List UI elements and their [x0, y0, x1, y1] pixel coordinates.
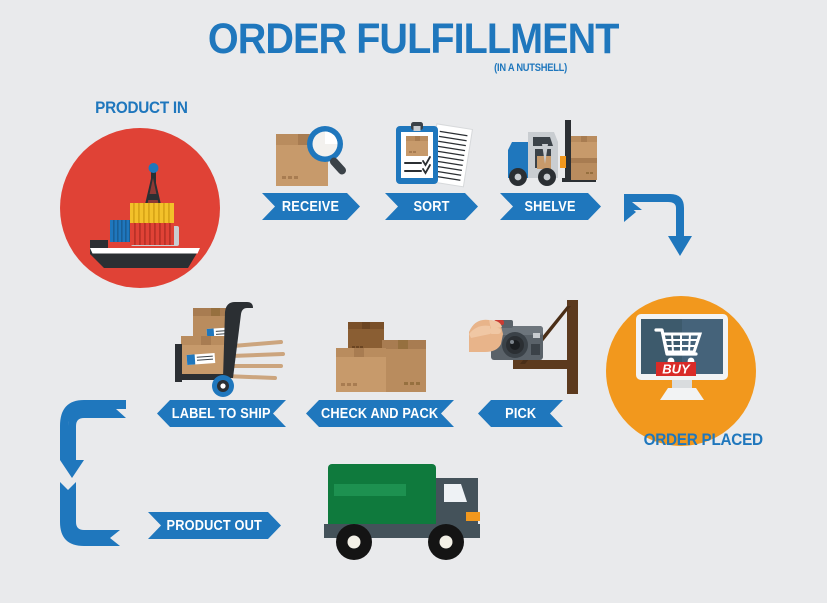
- order-placed-label: ORDER PLACED: [643, 430, 763, 449]
- stacked-boxes-icon: [336, 322, 426, 392]
- step-banner-receive[interactable]: RECEIVE: [262, 193, 360, 220]
- step-banner-sort[interactable]: SORT: [385, 193, 478, 220]
- hand-truck-boxes-icon: [175, 302, 285, 397]
- connector-elbow-right-top: [624, 194, 692, 256]
- step-banner-shelve[interactable]: SHELVE: [500, 193, 601, 220]
- step-banner-check-and-pack[interactable]: CHECK AND PACK: [306, 400, 454, 427]
- forklift-icon: [508, 120, 597, 186]
- box-magnifier-icon: [276, 126, 347, 186]
- clipboard-checklist-icon: [396, 122, 474, 188]
- step-banner-label-to-ship[interactable]: LABEL TO SHIP: [157, 400, 286, 427]
- svg-text:BUY: BUY: [662, 362, 691, 377]
- title-subtitle: (IN A NUTSHELL): [493, 62, 567, 74]
- title-sub-wrap: (IN A NUTSHELL): [234, 62, 594, 74]
- title-main: ORDER FULFILLMENT: [208, 15, 620, 63]
- hand-camera-shelf-icon: [469, 300, 578, 394]
- step-label-label-to-ship: LABEL TO SHIP: [172, 405, 271, 422]
- cargo-ship-icon: [90, 163, 200, 268]
- step-label-receive: RECEIVE: [282, 198, 340, 215]
- step-label-product-out: PRODUCT OUT: [166, 517, 263, 534]
- cart-glyph: [654, 328, 703, 365]
- connector-elbow-left-bottom: [60, 482, 120, 546]
- connector-elbow-left-top: [60, 400, 126, 478]
- step-label-check-and-pack: CHECK AND PACK: [321, 405, 439, 422]
- delivery-truck-icon: [324, 464, 480, 560]
- page-title: ORDER FULFILLMENT (IN A NUTSHELL): [0, 15, 827, 75]
- step-banner-pick[interactable]: PICK: [478, 400, 563, 427]
- step-label-shelve: SHELVE: [524, 198, 577, 215]
- step-banner-product-out[interactable]: PRODUCT OUT: [148, 512, 281, 539]
- step-label-pick: PICK: [504, 405, 537, 422]
- step-label-sort: SORT: [413, 198, 450, 215]
- monitor-shopping-cart-icon: BUY: [636, 314, 728, 400]
- buy-badge: BUY: [656, 362, 696, 377]
- product-in-label: PRODUCT IN: [95, 98, 188, 117]
